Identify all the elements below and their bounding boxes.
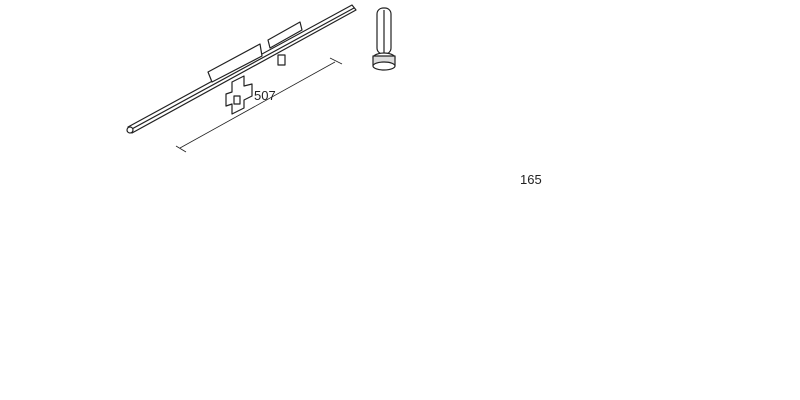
- left-runner: [126, 4, 357, 134]
- runner-mounting-plate-left: [225, 75, 253, 115]
- depth-dimension-label: 507: [254, 88, 276, 103]
- rear-mounting-clip-left: [277, 54, 286, 66]
- adjustable-foot-top-right: [372, 7, 396, 71]
- depth-dimension-line: [175, 57, 343, 153]
- height-dimension-label: 165: [520, 172, 542, 187]
